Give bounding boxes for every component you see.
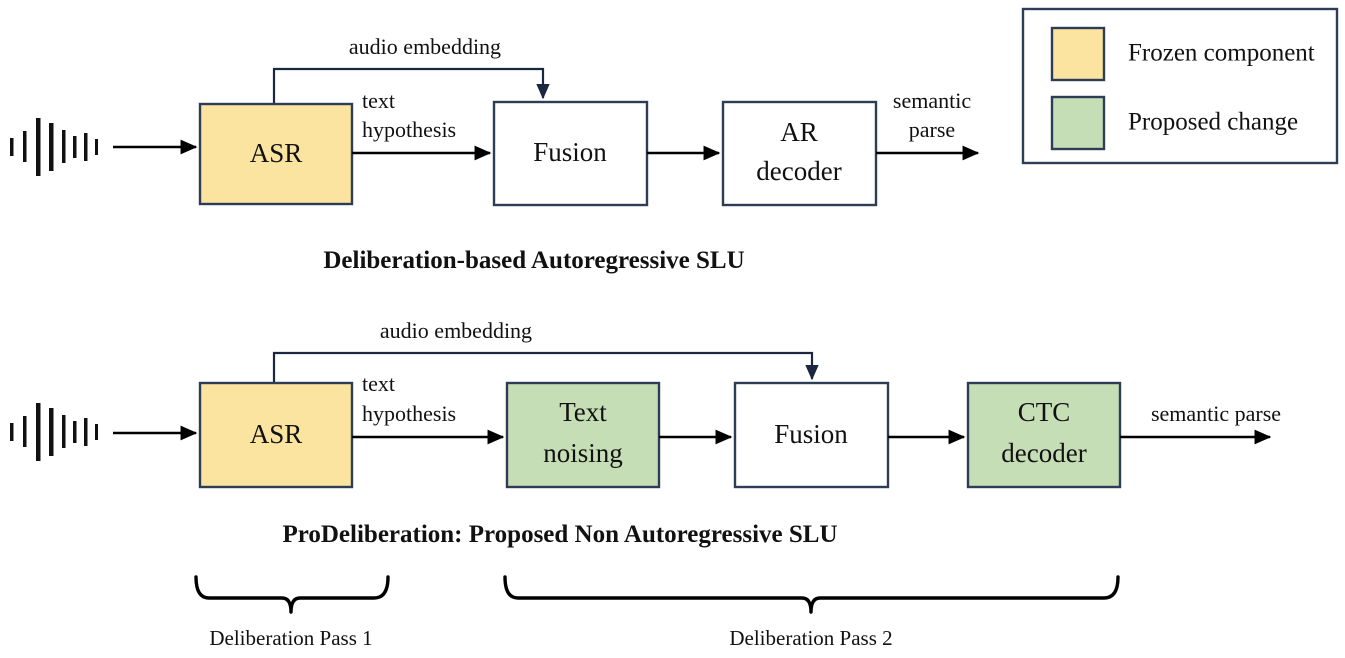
node-ar-decoder-top-line2: decoder bbox=[756, 156, 841, 186]
text-hypothesis-label-top-line1: text bbox=[362, 88, 395, 113]
top-diagram-caption: Deliberation-based Autoregressive SLU bbox=[323, 247, 744, 274]
text-hypothesis-label-bottom-line1: text bbox=[362, 371, 395, 396]
semantic-parse-label-bottom: semantic parse bbox=[1151, 401, 1281, 426]
legend-proposed-label: Proposed change bbox=[1128, 109, 1298, 136]
pass-1-brace: Deliberation Pass 1 bbox=[194, 575, 390, 650]
node-text-noising[interactable] bbox=[505, 381, 661, 489]
audio-embedding-label-bottom: audio embedding bbox=[380, 318, 532, 343]
audio-waveform-icon-bottom bbox=[10, 403, 98, 461]
node-asr-bottom[interactable] bbox=[198, 381, 354, 489]
bottom-diagram-caption: ProDeliberation: Proposed Non Autoregres… bbox=[282, 521, 837, 548]
node-asr-bottom-label: ASR bbox=[250, 419, 303, 449]
node-ar-decoder-top[interactable] bbox=[721, 100, 878, 207]
pass-1-brace-label: Deliberation Pass 1 bbox=[209, 626, 372, 650]
audio-waveform-icon bbox=[10, 118, 98, 176]
legend-frozen-label: Frozen component bbox=[1128, 40, 1315, 67]
node-fusion-bottom-label: Fusion bbox=[774, 419, 848, 449]
node-ctc-decoder-line1: CTC bbox=[1018, 397, 1071, 427]
node-asr-top-label: ASR bbox=[250, 138, 303, 168]
pass-2-brace-label: Deliberation Pass 2 bbox=[729, 626, 892, 650]
text-hypothesis-label-bottom-line2: hypothesis bbox=[362, 401, 456, 426]
semantic-parse-label-top-line2: parse bbox=[909, 117, 955, 142]
node-fusion-top[interactable] bbox=[492, 100, 649, 207]
node-fusion-bottom[interactable] bbox=[733, 381, 890, 489]
legend-frozen-swatch bbox=[1050, 26, 1106, 82]
node-ar-decoder-top-line1: AR bbox=[780, 117, 818, 147]
audio-embedding-edge-top bbox=[272, 67, 550, 104]
node-ctc-decoder-line2: decoder bbox=[1001, 438, 1086, 468]
audio-embedding-label-top: audio embedding bbox=[349, 34, 501, 59]
semantic-parse-label-top-line1: semantic bbox=[893, 88, 971, 113]
node-text-noising-line2: noising bbox=[543, 438, 623, 468]
audio-embedding-edge-bottom bbox=[272, 351, 819, 383]
node-fusion-top-label: Fusion bbox=[533, 137, 607, 167]
node-ctc-decoder[interactable] bbox=[966, 381, 1122, 489]
pass-2-brace: Deliberation Pass 2 bbox=[503, 575, 1120, 650]
text-hypothesis-label-top-line2: hypothesis bbox=[362, 117, 456, 142]
node-text-noising-line1: Text bbox=[559, 397, 607, 427]
legend-proposed-swatch bbox=[1050, 95, 1106, 151]
legend-box: Frozen component Proposed change bbox=[1021, 7, 1339, 165]
